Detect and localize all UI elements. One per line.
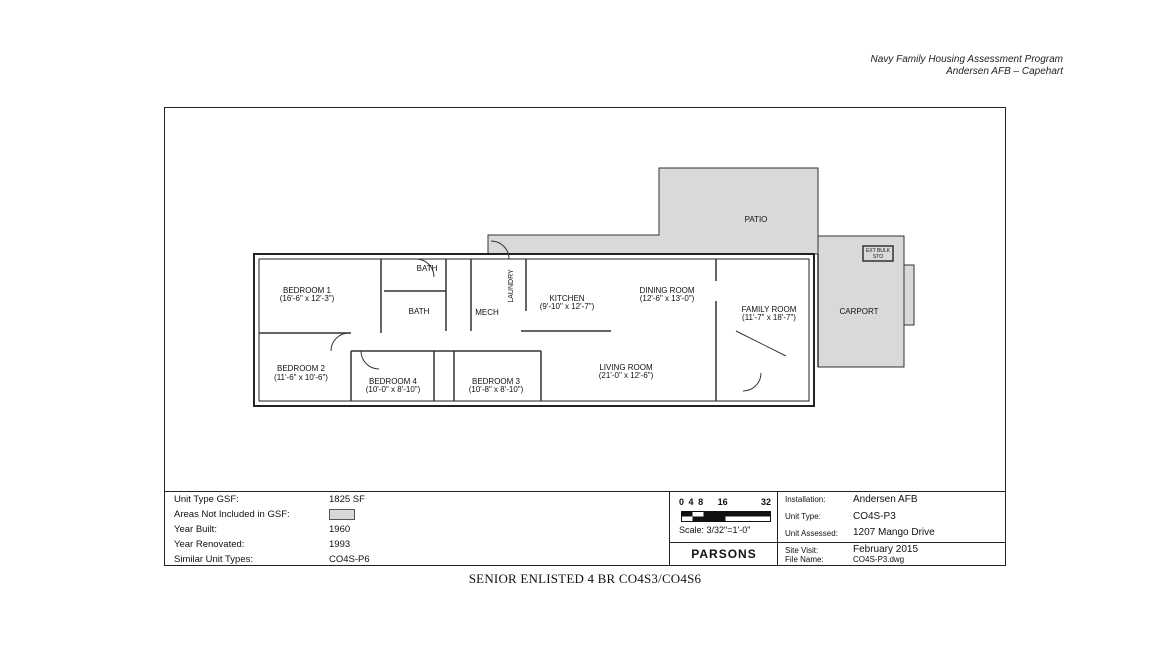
installation-label: Installation: — [785, 495, 826, 504]
file-name-value: CO4S-P3.dwg — [853, 555, 905, 564]
project-info: Installation: Andersen AFB Unit Type: CO… — [777, 492, 1006, 566]
svg-text:BATH: BATH — [409, 307, 430, 316]
svg-text:BEDROOM 1: BEDROOM 1 — [283, 286, 332, 295]
svg-text:(12'-6" x 13'-0"): (12'-6" x 13'-0") — [640, 294, 695, 303]
svg-text:BEDROOM 2: BEDROOM 2 — [277, 364, 326, 373]
program-title: Navy Family Housing Assessment Program — [870, 54, 1063, 65]
similar-unit-types-value: CO4S-P6 — [329, 554, 370, 565]
unit-type-gsf-label: Unit Type GSF: — [174, 494, 239, 505]
svg-text:PATIO: PATIO — [745, 215, 768, 224]
scale-ticks: 0 4 8 16 32 — [679, 497, 771, 507]
areas-not-included-label: Areas Not Included in GSF: — [174, 509, 290, 520]
svg-text:DINING ROOM: DINING ROOM — [639, 286, 694, 295]
year-built-label: Year Built: — [174, 524, 217, 535]
svg-text:(9'-10" x 12'-7"): (9'-10" x 12'-7") — [540, 302, 595, 311]
excluded-areas — [487, 167, 915, 368]
svg-text:MECH: MECH — [475, 308, 499, 317]
file-name-label: File Name: — [785, 555, 824, 564]
parsons-logo: PARSONS — [691, 547, 757, 561]
svg-text:LAUNDRY: LAUNDRY — [508, 269, 515, 303]
unit-type-label: Unit Type: — [785, 512, 821, 521]
excluded-area-swatch — [329, 507, 355, 522]
svg-text:(11'-7" x 18'-7"): (11'-7" x 18'-7") — [742, 313, 796, 322]
svg-text:BATH: BATH — [417, 264, 438, 273]
svg-text:(11'-6" x 10'-6"): (11'-6" x 10'-6") — [274, 373, 328, 382]
svg-text:FAMILY ROOM: FAMILY ROOM — [742, 305, 797, 314]
unit-assessed-label: Unit Assessed: — [785, 529, 838, 538]
svg-text:EXT BULK: EXT BULK — [866, 248, 891, 254]
site-subtitle: Andersen AFB – Capehart — [946, 66, 1063, 77]
similar-unit-types-label: Similar Unit Types: — [174, 554, 254, 565]
site-visit-value: February 2015 — [853, 544, 919, 555]
unit-assessed-value: 1207 Mango Drive — [853, 527, 935, 538]
program-header: Navy Family Housing Assessment Program A… — [871, 54, 1063, 78]
site-visit-label: Site Visit: — [785, 546, 819, 555]
installation-value: Andersen AFB — [853, 494, 918, 505]
svg-text:BEDROOM 3: BEDROOM 3 — [472, 377, 521, 386]
svg-text:CARPORT: CARPORT — [840, 307, 879, 316]
room-labels: BEDROOM 1 (16'-6" x 12'-3") BEDROOM 2 (1… — [274, 215, 891, 394]
title-block: Unit Type GSF: 1825 SF Areas Not Include… — [164, 491, 1006, 566]
year-built-value: 1960 — [329, 524, 351, 535]
drawing-sheet: BEDROOM 1 (16'-6" x 12'-3") BEDROOM 2 (1… — [164, 107, 1006, 566]
unit-type-value: CO4S-P3 — [853, 511, 896, 522]
scale-block: 0 4 8 16 32 Scale: 3/32"=1'-0" PARSONS — [669, 492, 778, 566]
svg-text:STO: STO — [873, 254, 883, 260]
scale-text: Scale: 3/32"=1'-0" — [679, 525, 751, 535]
svg-text:(21'-0" x 12'-6"): (21'-0" x 12'-6") — [599, 371, 654, 380]
year-renovated-label: Year Renovated: — [174, 539, 245, 550]
svg-text:(10'-8" x 8'-10"): (10'-8" x 8'-10") — [469, 385, 524, 394]
drawing-caption: SENIOR ENLISTED 4 BR CO4S3/CO4S6 — [468, 571, 702, 586]
svg-text:LIVING ROOM: LIVING ROOM — [599, 363, 653, 372]
floor-plan: BEDROOM 1 (16'-6" x 12'-3") BEDROOM 2 (1… — [253, 167, 915, 407]
svg-text:KITCHEN: KITCHEN — [549, 294, 584, 303]
svg-text:BEDROOM 4: BEDROOM 4 — [369, 377, 418, 386]
svg-text:(16'-6" x 12'-3"): (16'-6" x 12'-3") — [280, 294, 335, 303]
unit-type-gsf-value: 1825 SF — [329, 494, 365, 505]
scale-bar — [681, 511, 771, 522]
year-renovated-value: 1993 — [329, 539, 351, 550]
unit-info: Unit Type GSF: 1825 SF Areas Not Include… — [164, 492, 669, 566]
svg-text:(10'-0" x 8'-10"): (10'-0" x 8'-10") — [366, 385, 421, 394]
